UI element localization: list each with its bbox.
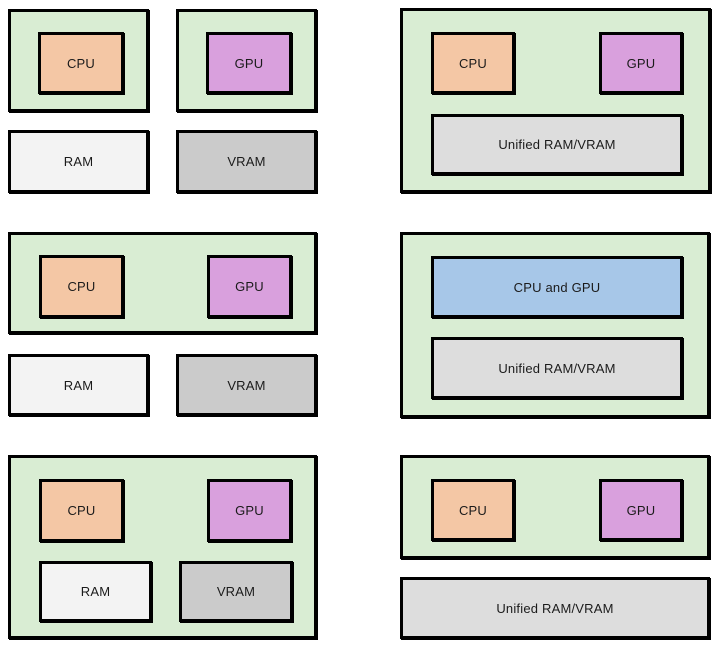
cpu-box: CPU bbox=[38, 32, 124, 94]
cpu-and-gpu-box: CPU and GPU bbox=[431, 256, 683, 318]
chip-package: CPU and GPU Unified RAM/VRAM bbox=[400, 232, 710, 418]
ram-box: RAM bbox=[8, 354, 149, 416]
chip-package: CPU GPU RAM VRAM bbox=[8, 455, 317, 639]
unified-memory-box: Unified RAM/VRAM bbox=[431, 337, 683, 399]
cpu-box: CPU bbox=[39, 479, 124, 542]
unified-memory-box: Unified RAM/VRAM bbox=[431, 114, 683, 175]
ram-box: RAM bbox=[39, 561, 152, 622]
cpu-package: CPU bbox=[8, 9, 149, 112]
cpu-box: CPU bbox=[431, 32, 515, 94]
chip-package: CPU GPU bbox=[8, 232, 317, 334]
ram-box: RAM bbox=[8, 130, 149, 193]
gpu-box: GPU bbox=[206, 32, 292, 94]
gpu-box: GPU bbox=[599, 32, 683, 94]
gpu-box: GPU bbox=[599, 479, 683, 541]
cpu-box: CPU bbox=[39, 255, 124, 318]
chip-package: CPU GPU bbox=[400, 455, 710, 559]
gpu-box: GPU bbox=[207, 479, 292, 542]
vram-box: VRAM bbox=[176, 130, 317, 193]
unified-memory-box: Unified RAM/VRAM bbox=[400, 577, 710, 639]
cpu-box: CPU bbox=[431, 479, 515, 541]
vram-box: VRAM bbox=[176, 354, 317, 416]
gpu-box: GPU bbox=[207, 255, 292, 318]
vram-box: VRAM bbox=[179, 561, 293, 622]
chip-package: CPU GPU Unified RAM/VRAM bbox=[400, 8, 711, 193]
gpu-package: GPU bbox=[176, 9, 317, 112]
